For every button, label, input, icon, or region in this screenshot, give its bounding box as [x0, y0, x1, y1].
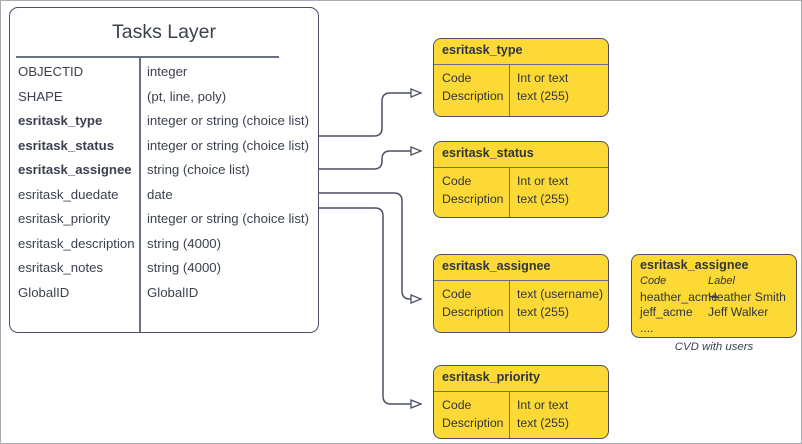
- domain-box-esritask-priority: esritask_priority Code Int or text Descr…: [433, 365, 609, 439]
- domain-title: esritask_assignee: [442, 259, 551, 273]
- table-row: SHAPE (pt, line, poly): [10, 85, 318, 110]
- domain-box-esritask-assignee: esritask_assignee Code text (username) D…: [433, 254, 609, 333]
- connector-to-status: [318, 151, 421, 170]
- domain-row-label: Code: [442, 174, 472, 188]
- cvd-entry-list: Code Label heather_acme Heather Smith je…: [632, 274, 796, 336]
- domain-rows: Code Int or text Description text (255): [434, 397, 608, 432]
- cvd-code: ....: [640, 320, 654, 335]
- domain-box-esritask-type: esritask_type Code Int or text Descripti…: [433, 38, 609, 117]
- field-name: SHAPE: [18, 88, 63, 104]
- domain-row-type: text (255): [517, 191, 569, 206]
- domain-title-divider: [434, 391, 608, 393]
- table-row: Code Int or text: [434, 397, 608, 415]
- field-type: string (4000): [147, 260, 222, 275]
- table-row: esritask_duedate date: [10, 183, 318, 208]
- table-row: OBJECTID integer: [10, 60, 318, 85]
- field-type: string (choice list): [147, 162, 250, 177]
- entity-title: Tasks Layer: [111, 21, 217, 43]
- field-name: esritask_description: [18, 235, 135, 251]
- domain-row-label: Description: [442, 304, 504, 319]
- table-row: esritask_notes string (4000): [10, 256, 318, 281]
- cvd-header-label: Label: [708, 275, 735, 287]
- table-row: Code text (username): [434, 286, 608, 304]
- table-row: esritask_status integer or string (choic…: [10, 134, 318, 159]
- domain-row-type: Int or text: [517, 71, 569, 85]
- field-name: esritask_priority: [18, 211, 111, 226]
- domain-box-esritask-status: esritask_status Code Int or text Descrip…: [433, 141, 609, 218]
- field-type: string (4000): [147, 235, 222, 251]
- connector-to-type: [318, 93, 421, 137]
- cvd-label: Jeff Walker: [708, 305, 769, 319]
- domain-title: esritask_priority: [442, 370, 541, 384]
- domain-rows: Code Int or text Description text (255): [434, 70, 608, 105]
- field-type: integer or string (choice list): [147, 211, 309, 226]
- cvd-title: esritask_assignee: [640, 258, 749, 272]
- table-row: Code Int or text: [434, 70, 608, 88]
- domain-row-type: text (255): [517, 88, 569, 103]
- domain-row-type: text (255): [517, 415, 569, 430]
- field-type: date: [147, 186, 173, 202]
- field-name: esritask_type: [18, 113, 103, 128]
- table-row: GlobalID GlobalID: [10, 281, 318, 306]
- domain-column-divider: [509, 168, 511, 217]
- table-row: esritask_type integer or string (choice …: [10, 109, 318, 134]
- domain-row-label: Description: [442, 88, 504, 103]
- domain-row-label: Description: [442, 415, 504, 430]
- table-row: esritask_description string (4000): [10, 232, 318, 257]
- field-name: OBJECTID: [18, 64, 84, 79]
- list-item: ....: [632, 321, 796, 337]
- table-row: esritask_priority integer or string (cho…: [10, 207, 318, 232]
- entity-field-list: OBJECTID integer SHAPE (pt, line, poly) …: [10, 60, 318, 332]
- field-name: esritask_duedate: [18, 186, 119, 202]
- domain-column-divider: [509, 392, 511, 438]
- entity-title-divider: [16, 56, 279, 58]
- domain-rows: Code text (username) Description text (2…: [434, 286, 608, 321]
- domain-row-type: Int or text: [517, 174, 569, 188]
- field-name: esritask_status: [18, 137, 115, 153]
- field-name: esritask_assignee: [18, 162, 132, 177]
- cvd-caption: CVD with users: [674, 341, 754, 353]
- domain-row-label: Description: [442, 191, 504, 206]
- list-item: heather_acme Heather Smith: [632, 290, 796, 306]
- domain-row-type: Int or text: [517, 398, 569, 412]
- table-row: Description text (255): [434, 304, 608, 322]
- cvd-code: jeff_acme: [640, 305, 693, 319]
- table-row: Description text (255): [434, 415, 608, 433]
- connector-to-assignee: [318, 192, 421, 299]
- list-item: jeff_acme Jeff Walker: [632, 305, 796, 321]
- table-row: Description text (255): [434, 88, 608, 106]
- field-type: GlobalID: [147, 284, 199, 300]
- cvd-box-esritask-assignee: esritask_assignee Code Label heather_acm…: [631, 254, 797, 338]
- field-type: integer or string (choice list): [147, 113, 309, 128]
- cvd-header-row: Code Label: [632, 274, 796, 290]
- domain-row-label: Code: [442, 71, 472, 85]
- domain-row-label: Code: [442, 287, 472, 301]
- field-type: (pt, line, poly): [147, 88, 227, 104]
- domain-title-divider: [434, 64, 608, 66]
- domain-title: esritask_status: [442, 146, 534, 160]
- domain-title-divider: [434, 280, 608, 282]
- domain-title: esritask_type: [442, 43, 523, 57]
- cvd-code: heather_acme: [640, 289, 718, 304]
- domain-column-divider: [509, 65, 511, 116]
- domain-rows: Code Int or text Description text (255): [434, 173, 608, 208]
- field-name: esritask_notes: [18, 260, 104, 275]
- table-row: esritask_assignee string (choice list): [10, 158, 318, 183]
- entity-column-divider: [139, 57, 141, 332]
- domain-row-type: text (username): [517, 287, 604, 301]
- table-row: Code Int or text: [434, 173, 608, 191]
- field-type: integer or string (choice list): [147, 137, 309, 153]
- cvd-label: Heather Smith: [708, 289, 786, 304]
- field-name: GlobalID: [18, 284, 70, 300]
- domain-column-divider: [509, 281, 511, 332]
- connector-to-priority: [318, 207, 421, 404]
- field-type: integer: [147, 64, 188, 79]
- domain-title-divider: [434, 167, 608, 169]
- domain-row-label: Code: [442, 398, 472, 412]
- table-row: Description text (255): [434, 191, 608, 209]
- cvd-header-code: Code: [640, 275, 667, 287]
- domain-row-type: text (255): [517, 304, 569, 319]
- entity-tasks-layer: Tasks Layer OBJECTID integer SHAPE (pt, …: [9, 7, 319, 333]
